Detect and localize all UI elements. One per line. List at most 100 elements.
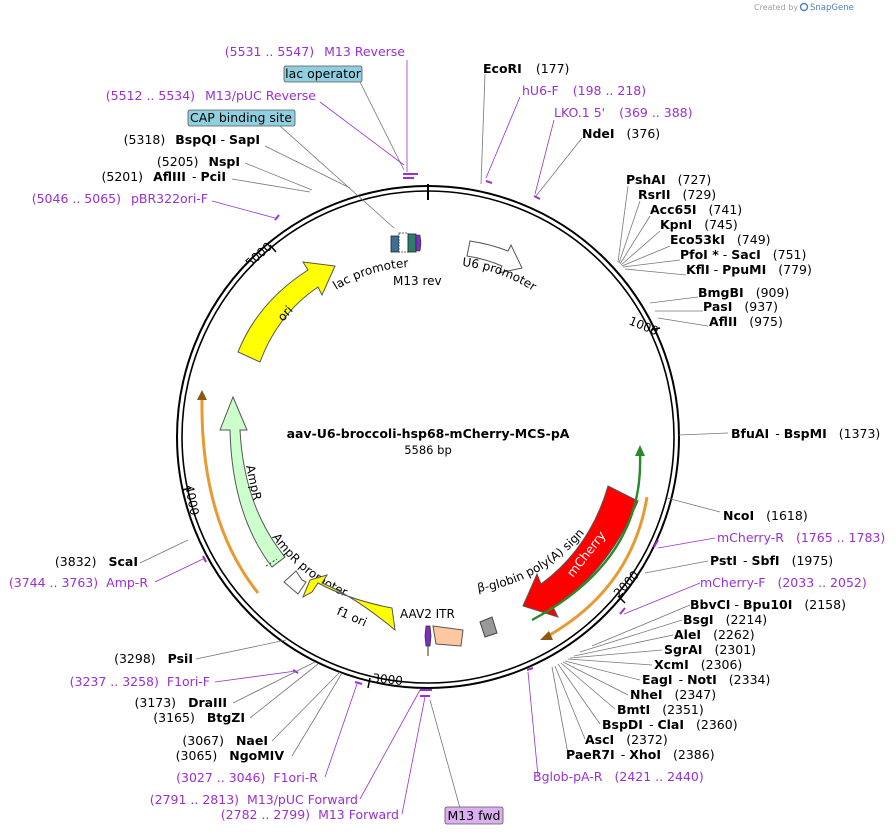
bspqi-label: (5318)BspQI-SapI	[124, 132, 260, 147]
m13fwd-primer-label: (2782 .. 2799)M13 Forward	[221, 807, 399, 822]
leader-bfuai	[678, 432, 729, 436]
leader-eco53ki	[621, 245, 671, 267]
leader-psti	[644, 560, 709, 574]
asci-label: AscI(2372)	[585, 732, 668, 747]
mcherry-arrow	[522, 485, 639, 618]
kpni-label: KpnI(745)	[660, 217, 738, 232]
m13fwd-box-label: M13 fwd	[447, 808, 500, 823]
cap-site-box	[187, 109, 296, 127]
leader-m13fwd-box	[429, 699, 461, 809]
bspdi-clai-label: BspDI-ClaI(2360)	[602, 717, 738, 732]
leader-ecori	[480, 73, 486, 185]
leader-ndei	[535, 137, 583, 197]
tick-4000	[181, 487, 192, 491]
leader-xcmi	[567, 658, 653, 666]
primer-mark-mcherryf	[619, 607, 626, 615]
aav2-itr-mark	[424, 625, 432, 647]
f1orif-label: (3237 .. 3258)F1ori-F	[70, 674, 210, 689]
bfuai-bspmi-label: BfuAI-BspMI(1373)	[731, 426, 880, 441]
leader-bbvci	[591, 604, 691, 647]
leader-afliii2	[657, 317, 709, 327]
afliii2-label: AflII(975)	[709, 314, 783, 329]
leader-naei	[271, 671, 341, 742]
leader-kfli	[624, 268, 687, 276]
lac-promoter-block	[398, 232, 409, 253]
primer-mark-f1orir	[354, 681, 363, 685]
cap-site-box-label: CAP binding site	[190, 110, 292, 125]
leader-m13fwd	[401, 696, 426, 815]
primer-mark-hu6f	[485, 180, 493, 184]
scale-ticks	[181, 244, 661, 689]
orf-right-arrow	[547, 496, 649, 638]
leader-bspdi	[557, 663, 601, 725]
leader-alei	[573, 634, 674, 657]
credit-text: Created by	[754, 3, 798, 12]
nspi-label: (5205)NspI	[157, 154, 240, 169]
leader-cap-site	[279, 125, 395, 229]
leader-eagi	[564, 660, 641, 681]
kfli-ppumi-label: KflI-PpuMI(779)	[686, 262, 812, 277]
bmti-label: BmtI(2351)	[617, 702, 704, 717]
leader-mcherryr	[657, 537, 716, 549]
leader-kpni	[620, 230, 661, 266]
ncoi-label: NcoI(1618)	[723, 508, 808, 523]
leader-pshai	[617, 185, 629, 263]
plasmid-length: 5586 bp	[404, 443, 452, 457]
pfoi-saci-label: PfoI *-SacI(751)	[680, 247, 806, 262]
f1orir-label: (3027 .. 3046)F1ori-R	[176, 770, 318, 785]
polya-block	[479, 616, 498, 638]
nhei-label: NheI(2347)	[630, 687, 716, 702]
psii-label: (3298)PsiI	[114, 651, 193, 666]
eagi-noti-label: EagI-NotI(2334)	[642, 672, 770, 687]
lac-operator-box-label: lac operator	[285, 66, 362, 81]
pshai-label: PshAI(727)	[626, 172, 711, 187]
alei-label: AleI(2262)	[674, 627, 755, 642]
primer-mark-ampr	[202, 555, 207, 563]
labels-top-left: (5531 .. 5547)M13 Reverse (5512 .. 5534)…	[32, 44, 406, 206]
naei-label: (3067)NaeI	[182, 733, 268, 748]
acc65i-label: Acc65I(741)	[650, 202, 742, 217]
leader-psii	[195, 639, 287, 660]
draiii-label: (3173)DraIII	[134, 695, 227, 710]
mcherryf-label: mCherry-F(2033 .. 2052)	[700, 575, 867, 590]
cap-site-block	[390, 235, 400, 253]
ampr-primer-label: (3744 .. 3763)Amp-R	[9, 575, 148, 590]
bglob-label: Bglob-pA-R(2421 .. 2440)	[533, 769, 704, 784]
bsgi-label: BsgI(2214)	[683, 612, 767, 627]
tick-2000	[617, 595, 626, 604]
orf-left-arrowhead	[197, 390, 207, 400]
primer-marks	[202, 173, 659, 697]
tick-3000	[367, 677, 371, 689]
m13rev-feature-label: M13 rev	[393, 274, 442, 288]
leader-scai	[139, 539, 189, 564]
xcmi-label: XcmI(2306)	[654, 657, 742, 672]
tick-label-4000: 4000	[182, 484, 202, 517]
primer-mark-pbr	[274, 214, 280, 221]
leader-nhei	[562, 661, 629, 696]
leader-acc65i	[619, 215, 651, 265]
lac-operator-block	[407, 233, 417, 253]
leader-pbr	[211, 200, 276, 219]
leader-ampr	[154, 557, 206, 583]
leader-nspi	[244, 162, 313, 191]
leader-f1orif	[214, 670, 297, 683]
leader-mcherryf	[623, 582, 701, 615]
bbvci-label: BbvCI-Bpu10I(2158)	[690, 597, 846, 612]
leader-afliii	[231, 178, 311, 193]
leader-asci	[554, 665, 586, 740]
tick-1000	[650, 327, 661, 331]
ori-arrow	[237, 261, 336, 363]
snapgene-logo-icon	[799, 2, 809, 12]
psti-sbfi-label: PstI-SbfI(1975)	[710, 553, 833, 568]
mcherryr-label: mCherry-R(1765 .. 1783)	[717, 530, 885, 545]
orf-left-arrow	[200, 396, 260, 594]
leader-bmti	[560, 662, 616, 710]
leader-lac-operator	[359, 81, 405, 171]
leader-bmgbi	[649, 296, 699, 304]
afliii-label: (5201)AflIII-PciI	[101, 169, 226, 184]
leader-paer7i	[551, 666, 569, 755]
leader-pfoi	[622, 259, 681, 268]
leader-ncoi	[666, 497, 721, 513]
labels-left: (3832)ScaI (3744 .. 3763)Amp-R (3298)Psi…	[9, 554, 399, 822]
